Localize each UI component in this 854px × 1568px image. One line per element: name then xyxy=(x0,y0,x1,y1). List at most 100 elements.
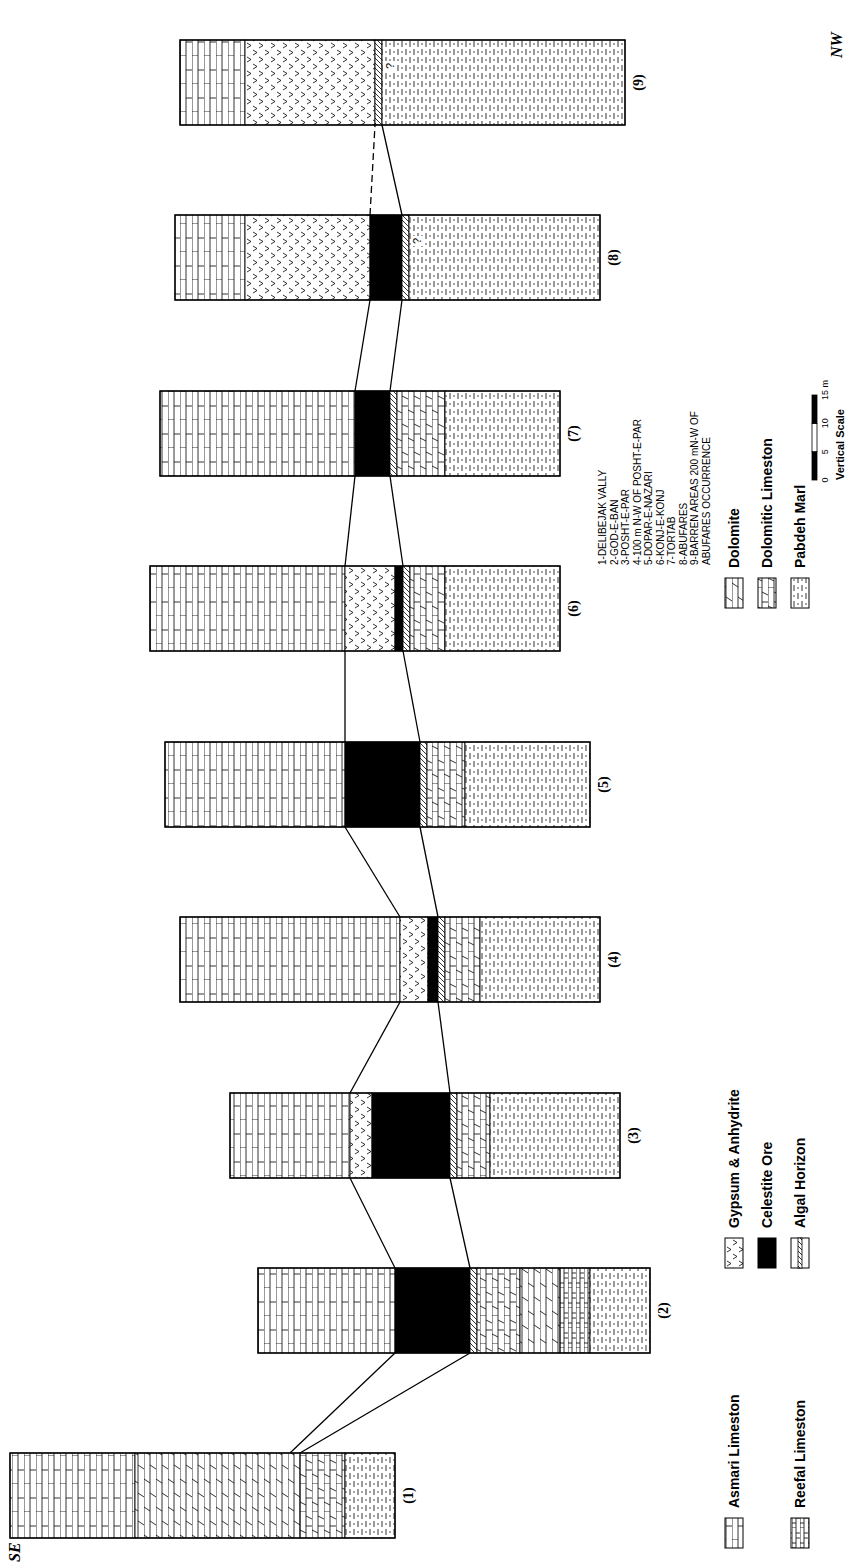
correlation-line xyxy=(403,651,420,742)
scale-number: 5 xyxy=(820,449,830,454)
locality-name: 6-KONJ-E-KONJ xyxy=(655,489,667,565)
correlation-line xyxy=(355,300,370,391)
correlation-line xyxy=(350,1002,400,1093)
rock-unit xyxy=(409,215,600,300)
column-outline xyxy=(230,1093,620,1178)
column-number: (8) xyxy=(606,249,622,265)
rock-unit xyxy=(230,1093,350,1178)
correlation-line xyxy=(290,1353,395,1453)
rock-unit xyxy=(428,917,438,1002)
column-number: (6) xyxy=(566,600,582,616)
locality-name: 1-DELIBEJAK VALLY xyxy=(597,470,609,565)
rock-unit xyxy=(180,917,400,1002)
correlation-line xyxy=(382,125,402,215)
column-outline xyxy=(10,1453,395,1538)
column-outline xyxy=(165,742,590,827)
correlation-line xyxy=(344,651,345,742)
legend-text: Reefal Limeston xyxy=(791,1400,809,1508)
column-number: (7) xyxy=(566,425,582,441)
column-number: (3) xyxy=(626,1127,642,1143)
direction-label: SE xyxy=(6,1542,24,1562)
strat-column xyxy=(10,1453,395,1538)
rock-unit xyxy=(477,1268,520,1353)
direction-label: NW xyxy=(828,32,846,58)
column-outline xyxy=(175,215,600,300)
strat-column xyxy=(180,917,600,1002)
rock-unit xyxy=(470,1268,477,1353)
scale-title: Vertical Scale xyxy=(834,409,847,480)
legend-swatch xyxy=(725,578,743,608)
rock-unit xyxy=(400,917,428,1002)
column-outline xyxy=(180,917,600,1002)
rock-unit xyxy=(395,1268,470,1353)
strat-column xyxy=(150,566,560,651)
rock-unit xyxy=(345,1453,395,1538)
rock-unit xyxy=(390,391,397,476)
legend-swatch xyxy=(725,1518,743,1548)
column-outline xyxy=(160,391,560,476)
rock-unit xyxy=(175,215,245,300)
rock-unit xyxy=(382,40,625,125)
rock-unit xyxy=(150,566,345,651)
correlation-line xyxy=(420,827,438,917)
rock-unit xyxy=(420,742,427,827)
correlation-line xyxy=(300,1353,470,1453)
legend-swatch xyxy=(725,1238,743,1268)
rock-unit xyxy=(372,1093,450,1178)
rock-unit xyxy=(465,742,590,827)
rock-unit xyxy=(445,391,560,476)
rock-unit xyxy=(410,566,445,651)
rock-unit xyxy=(165,742,345,827)
legend-swatch xyxy=(791,1518,809,1548)
rock-unit xyxy=(438,917,445,1002)
legend-text: Dolomitic Limeston xyxy=(758,438,776,568)
legend-swatch xyxy=(758,1238,776,1268)
correlation-line xyxy=(390,476,403,566)
rock-unit xyxy=(245,215,370,300)
column-outline xyxy=(258,1268,650,1353)
rock-unit xyxy=(10,1453,135,1538)
rock-unit xyxy=(160,391,355,476)
legend-text: Pabdeh Marl xyxy=(791,485,809,568)
legend-swatch xyxy=(791,1238,809,1268)
uncertain-mark: ? xyxy=(411,236,424,246)
uncertain-mark: ? xyxy=(384,61,397,71)
strat-column xyxy=(230,1093,620,1178)
correlation-line xyxy=(345,827,400,917)
column-number: (2) xyxy=(656,1302,672,1318)
strat-column xyxy=(165,742,590,827)
rock-unit xyxy=(520,1268,560,1353)
rock-unit xyxy=(375,40,382,125)
scale-number: 0 xyxy=(820,477,830,482)
correlation-line xyxy=(390,300,402,391)
locality-name: 9-BARREN AREAS 200 mN-W OF ABUFARES OCCU… xyxy=(689,390,712,565)
locality-name: 2-GOD-E-BAN xyxy=(609,499,621,565)
correlation-line xyxy=(370,125,375,215)
locality-name: 8-ABUFARES xyxy=(678,503,690,565)
rock-unit xyxy=(457,1093,490,1178)
column-number: (5) xyxy=(596,776,612,792)
rock-unit xyxy=(258,1268,395,1353)
legend-swatch xyxy=(758,1238,776,1268)
scale-bar xyxy=(812,395,817,480)
legend-text: Algal Horizon xyxy=(791,1138,809,1228)
strat-column xyxy=(160,391,560,476)
legend-text: Asmari Limeston xyxy=(725,1394,743,1508)
rock-unit xyxy=(590,1268,650,1353)
locality-name: 4-100 m N-W OF POSHT-E-PAR xyxy=(632,419,644,565)
rock-unit xyxy=(445,566,560,651)
column-outline xyxy=(180,40,625,125)
rock-unit xyxy=(345,566,395,651)
legend-text: Dolomite xyxy=(725,508,743,568)
column-number: (9) xyxy=(631,74,647,90)
rock-unit xyxy=(403,566,410,651)
rock-unit xyxy=(350,1093,372,1178)
rock-unit xyxy=(300,1453,345,1538)
rock-unit xyxy=(245,40,375,125)
strat-column xyxy=(180,40,625,125)
rock-unit xyxy=(397,391,445,476)
legend-swatch xyxy=(758,578,776,608)
rock-unit xyxy=(180,40,245,125)
rock-unit xyxy=(490,1093,620,1178)
legend-swatch xyxy=(791,578,809,608)
